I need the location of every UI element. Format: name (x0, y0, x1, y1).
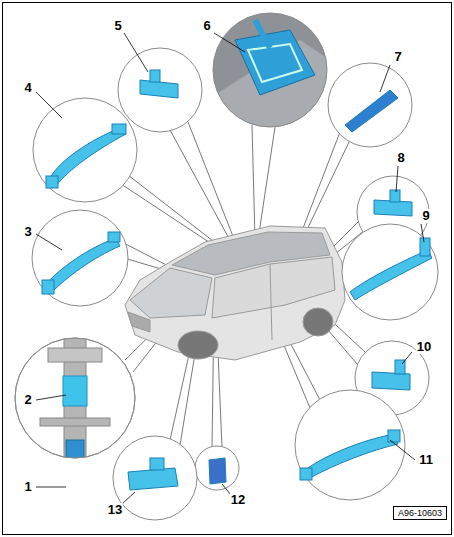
callout-number: 9 (421, 209, 430, 223)
callout-number: 2 (23, 393, 32, 407)
callout-number: 11 (418, 453, 434, 467)
callout-number: 4 (23, 81, 32, 95)
figure-id: A96-10603 (398, 508, 442, 518)
figure-id-box: A96-10603 (393, 506, 447, 520)
callout-number: 7 (393, 50, 402, 64)
callout-number: 12 (230, 493, 246, 507)
callout-number: 6 (202, 19, 211, 33)
callout-number: 10 (416, 340, 432, 354)
callout-number: 5 (113, 19, 122, 33)
callout-number: 13 (107, 503, 123, 517)
callout-number: 8 (396, 151, 405, 165)
callout-number: 3 (23, 225, 32, 239)
callout-number: 1 (23, 480, 32, 494)
